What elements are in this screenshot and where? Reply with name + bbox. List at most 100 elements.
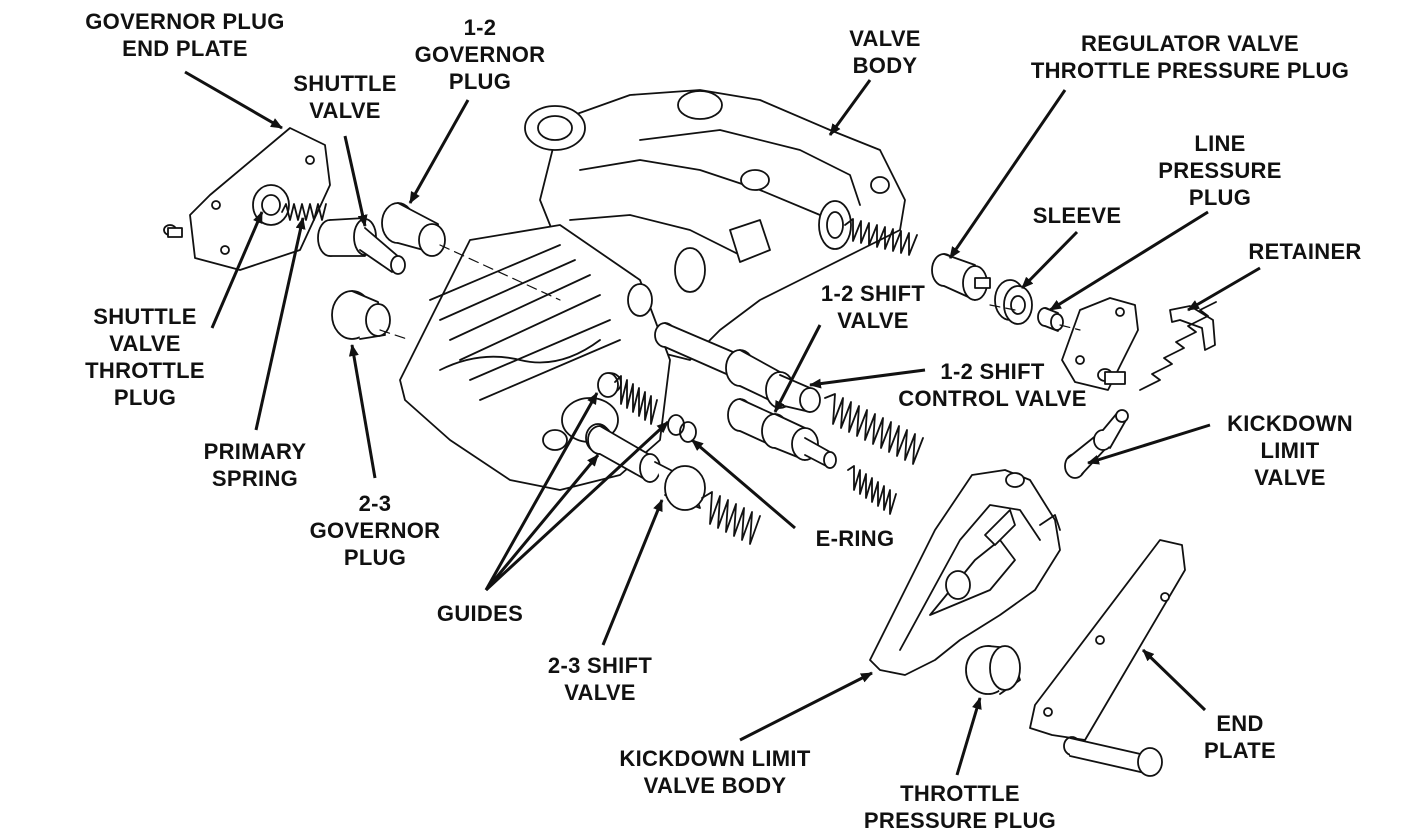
arrow-regulator-tpp [948, 89, 1067, 259]
label-line: THROTTLE PRESSURE PLUG [1030, 58, 1350, 83]
label-kickdown-limit-valve: KICKDOWN LIMIT VALVE [1215, 410, 1365, 491]
label-line: PRESSURE PLUG [863, 808, 1057, 833]
small-bolt-left [163, 224, 183, 238]
label-line: PLUG [113, 385, 177, 410]
label-retainer: RETAINER [1238, 238, 1372, 265]
label-line: 1-2 SHIFT [820, 281, 926, 306]
line-pressure-plug-drawing [1037, 307, 1064, 332]
label-e-ring: E-RING [800, 525, 910, 552]
label-line: VALVE [309, 98, 381, 123]
small-spring-drawing [847, 465, 897, 515]
shuttle-valve-drawing [317, 217, 406, 275]
label-gov-12-plug: 1-2 GOVERNOR PLUG [405, 14, 555, 95]
label-line: VALVE [849, 26, 921, 51]
label-valve-body: VALVE BODY [830, 25, 940, 79]
label-line-pressure-plug: LINE PRESSURE PLUG [1145, 130, 1295, 211]
throttle-pressure-plug-drawing [965, 645, 1021, 695]
label-line: GOVERNOR [309, 518, 441, 543]
label-line: LIMIT [1260, 438, 1320, 463]
arrow-line-pressure-plug [1049, 210, 1209, 312]
shift-23-valve-drawing [587, 425, 706, 511]
gov-12-plug-drawing [381, 202, 446, 257]
gov-23-plug-drawing [331, 290, 391, 340]
label-line: PRIMARY [203, 439, 307, 464]
regulator-tpp-drawing [931, 253, 991, 301]
label-kickdown-limit-valve-body: KICKDOWN LIMIT VALVE BODY [600, 745, 830, 799]
shift-12-valve-drawing [654, 322, 821, 413]
label-shuttle-valve: SHUTTLE VALVE [280, 70, 410, 124]
label-shift-12-valve: 1-2 SHIFT VALVE [808, 280, 938, 334]
label-line: VALVE [837, 308, 909, 333]
label-line: 1-2 [463, 15, 497, 40]
label-gov-23-plug: 2-3 GOVERNOR PLUG [300, 490, 450, 571]
label-line: THROTTLE [85, 358, 205, 383]
label-line: GUIDES [436, 601, 524, 626]
label-shuttle-valve-throttle-plug: SHUTTLE VALVE THROTTLE PLUG [80, 303, 210, 411]
arrow-valve-body [828, 79, 872, 136]
shift-control-spring-drawing [824, 393, 924, 465]
label-line: PLUG [343, 545, 407, 570]
arrow-retainer [1187, 266, 1261, 312]
arrow-primary-spring [254, 217, 306, 431]
arrow-shuttle-valve [343, 135, 368, 227]
label-line: 1-2 SHIFT [940, 359, 1045, 384]
label-line: END PLATE [122, 36, 248, 61]
label-shift-12-control-valve: 1-2 SHIFT CONTROL VALVE [885, 358, 1100, 412]
label-line: 2-3 SHIFT [547, 653, 653, 678]
retainer-drawing [1169, 305, 1216, 351]
label-line: END [1216, 711, 1264, 736]
label-line: 2-3 [358, 491, 392, 516]
primary-spring-drawing [281, 203, 327, 221]
arrow-shift-12-valve [773, 324, 822, 413]
label-line: KICKDOWN [1227, 411, 1353, 436]
label-line: VALVE [1254, 465, 1326, 490]
regulator-spring-drawing [844, 218, 918, 256]
kickdown-spring-drawing [1139, 301, 1217, 391]
arrow-gov-23-plug [348, 344, 377, 479]
label-regulator-tpp: REGULATOR VALVE THROTTLE PRESSURE PLUG [1010, 30, 1370, 84]
label-line: GOVERNOR PLUG [85, 9, 285, 34]
e-ring-drawing [667, 414, 697, 443]
label-end-plate: END PLATE [1185, 710, 1295, 764]
arrow-kickdown-limit-valve-body [739, 671, 873, 742]
label-line: VALVE [109, 331, 181, 356]
label-shift-23-valve: 2-3 SHIFT VALVE [530, 652, 670, 706]
arrow-shift-23-valve [601, 499, 664, 646]
shift-12-control-valve-drawing [727, 398, 837, 469]
end-plate-bolt-drawing [1063, 736, 1163, 777]
label-line: VALVE BODY [643, 773, 787, 798]
shift-23-spring-drawing [701, 491, 761, 545]
label-line: SHUTTLE [293, 71, 397, 96]
arrow-sleeve [1020, 230, 1079, 290]
kickdown-limit-valve-drawing [1064, 409, 1129, 479]
label-sleeve: SLEEVE [1022, 202, 1132, 229]
small-end-plate-drawing [1061, 297, 1139, 391]
arrow-throttle-pressure-plug [955, 697, 982, 776]
arrow-guides-2 [484, 454, 600, 591]
label-line: SPRING [211, 466, 299, 491]
governor-plug-end-plate [189, 127, 331, 271]
leader-arrows [184, 70, 1261, 776]
label-primary-spring: PRIMARY SPRING [185, 438, 325, 492]
arrow-guides-3 [484, 420, 670, 592]
label-throttle-pressure-plug: THROTTLE PRESSURE PLUG [850, 780, 1070, 834]
label-line: VALVE [564, 680, 636, 705]
arrow-shuttle-valve-throttle-plug [210, 211, 264, 329]
end-plate-drawing [1029, 539, 1186, 741]
label-line: RETAINER [1248, 239, 1362, 264]
label-line: E-RING [815, 526, 895, 551]
label-line: PLUG [448, 69, 512, 94]
arrow-gov-12-plug [408, 99, 470, 204]
arrow-e-ring [691, 438, 796, 530]
label-guides: GUIDES [420, 600, 540, 627]
label-line: SHUTTLE [93, 304, 197, 329]
label-line: REGULATOR VALVE [1081, 31, 1299, 56]
label-line: LINE [1194, 131, 1246, 156]
arrow-end-plate [1141, 648, 1207, 712]
alignment-lines [379, 244, 1081, 341]
label-line: CONTROL VALVE [898, 386, 1087, 411]
label-line: KICKDOWN LIMIT [619, 746, 811, 771]
label-line: PLUG [1188, 185, 1252, 210]
